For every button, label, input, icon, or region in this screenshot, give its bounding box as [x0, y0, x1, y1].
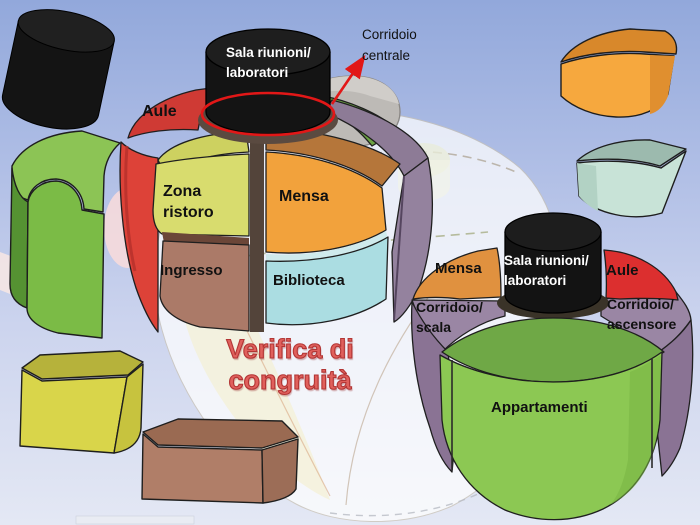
building-left — [119, 28, 433, 333]
label-corridoio-centrale: Corridoio centrale — [362, 27, 417, 63]
tilted-black-cylinder — [2, 9, 115, 130]
callout-highlight — [200, 54, 366, 137]
label-tower-left: Sala riunioni/ laboratori — [226, 45, 311, 80]
bottom-strip — [75, 515, 195, 525]
watermark-verifica: Verifica di congruità — [226, 333, 355, 395]
segment-zona-front — [152, 153, 250, 237]
segment-aule-right — [603, 249, 679, 301]
building-right — [411, 212, 694, 521]
label-zona-ristoro: Zona ristoro — [163, 183, 214, 221]
label-appartamenti: Appartamenti — [491, 399, 588, 416]
segment-aule-wall — [119, 141, 159, 333]
block-green-notched — [9, 130, 121, 339]
segment-mensa-right — [412, 247, 502, 300]
pie-interior-gap — [250, 124, 264, 332]
highlight-ellipse — [200, 91, 336, 137]
wedge-orange — [560, 28, 678, 118]
label-aule-right: Aule — [606, 262, 639, 279]
segment-ingresso-front — [159, 240, 250, 332]
block-yellow — [19, 350, 144, 454]
label-biblioteca: Biblioteca — [273, 272, 345, 289]
label-corridoio-ascensore: Corridoio/ ascensore — [607, 296, 677, 332]
label-tower-right: Sala riunioni/ laboratori — [504, 253, 589, 288]
callout-arrow — [330, 54, 366, 105]
label-corridoio-scala: Corridoio/ scala — [416, 299, 483, 335]
segment-biblioteca-front — [265, 236, 389, 326]
tower-right — [504, 212, 602, 314]
label-mensa-left: Mensa — [279, 188, 329, 205]
wedge-teal — [576, 139, 687, 218]
segment-biblioteca-topedge — [266, 231, 388, 264]
label-ingresso: Ingresso — [160, 262, 223, 279]
label-aule-left: Aule — [142, 103, 177, 120]
purple-wall-right — [655, 319, 694, 477]
block-brown — [141, 418, 299, 504]
label-mensa-right: Mensa — [435, 260, 482, 277]
segment-mensa-front — [265, 151, 387, 254]
